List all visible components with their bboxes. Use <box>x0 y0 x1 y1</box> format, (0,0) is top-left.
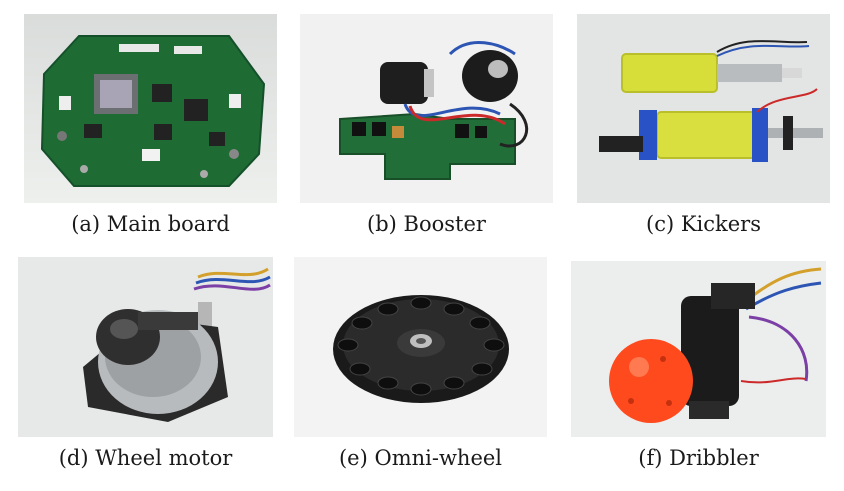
kickers-photo <box>577 14 830 203</box>
caption-a: (a) Main board <box>71 212 230 236</box>
wheel-motor-photo <box>18 257 273 437</box>
caption-f: (f) Dribbler <box>638 446 759 470</box>
booster-photo <box>300 14 553 203</box>
caption-c: (c) Kickers <box>646 212 761 236</box>
caption-d: (d) Wheel motor <box>58 446 233 470</box>
dribbler-photo <box>571 261 826 437</box>
caption-e: (e) Omni-wheel <box>338 446 503 470</box>
caption-b: (b) Booster <box>367 212 486 236</box>
main-board-photo <box>24 14 277 203</box>
omni-wheel-photo <box>294 257 547 437</box>
